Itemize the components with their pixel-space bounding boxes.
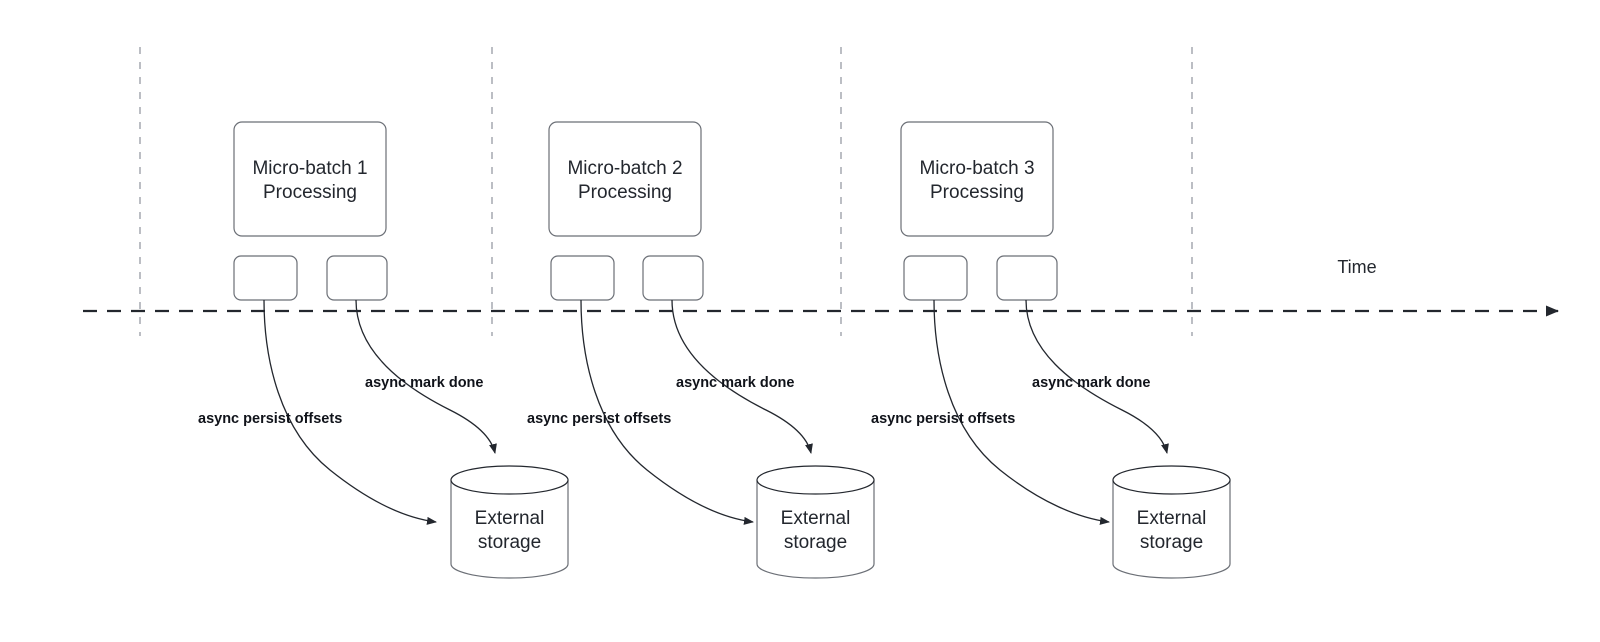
time-axis-label: Time [1337, 257, 1376, 277]
storage-label-line2-1: storage [478, 532, 541, 553]
async-persist-offsets-arrow-1 [263, 299, 437, 525]
storage-label-line1-3: External [1137, 508, 1207, 529]
storage-cylinder-top-2 [756, 465, 875, 495]
async-persist-offsets-label-1: async persist offsets [198, 411, 342, 427]
async-persist-offsets-arrow-2 [580, 299, 754, 525]
storage-cylinder-body-1[interactable] [450, 479, 569, 579]
async-persist-offsets-label-3: async persist offsets [871, 411, 1015, 427]
processing-box-2[interactable] [548, 121, 702, 237]
processing-label-line2-1: Processing [263, 182, 357, 203]
async-mark-done-label-1: async mark done [365, 375, 483, 391]
processing-label-line2-2: Processing [578, 182, 672, 203]
storage-cylinder-top-1 [450, 465, 569, 495]
storage-label-line2-3: storage [1140, 532, 1203, 553]
task-box-1-1[interactable] [233, 255, 298, 301]
timeline-tick-marks [139, 47, 1193, 336]
storage-label-line1-2: External [781, 508, 851, 529]
async-mark-done-label-2: async mark done [676, 375, 794, 391]
async-persist-offsets-label-2: async persist offsets [527, 411, 671, 427]
processing-label-line1-3: Micro-batch 3 [919, 158, 1034, 179]
processing-label-line2-3: Processing [930, 182, 1024, 203]
async-mark-done-arrow-2 [671, 299, 813, 454]
processing-label-line1-2: Micro-batch 2 [567, 158, 682, 179]
storage-label-line2-2: storage [784, 532, 847, 553]
task-box-2-2[interactable] [642, 255, 704, 301]
processing-box-3[interactable] [900, 121, 1054, 237]
task-box-2-1[interactable] [550, 255, 615, 301]
processing-box-1[interactable] [233, 121, 387, 237]
storage-cylinder-body-2[interactable] [756, 479, 875, 579]
async-mark-done-arrow-1 [355, 299, 497, 454]
async-mark-done-label-3: async mark done [1032, 375, 1150, 391]
storage-cylinder-top-3 [1112, 465, 1231, 495]
storage-cylinder-body-3[interactable] [1112, 479, 1231, 579]
task-box-3-1[interactable] [903, 255, 968, 301]
storage-label-line1-1: External [475, 508, 545, 529]
async-mark-done-arrow-3 [1025, 299, 1169, 454]
task-box-1-2[interactable] [326, 255, 388, 301]
task-box-3-2[interactable] [996, 255, 1058, 301]
processing-label-line1-1: Micro-batch 1 [252, 158, 367, 179]
async-persist-offsets-arrow-3 [933, 299, 1110, 525]
